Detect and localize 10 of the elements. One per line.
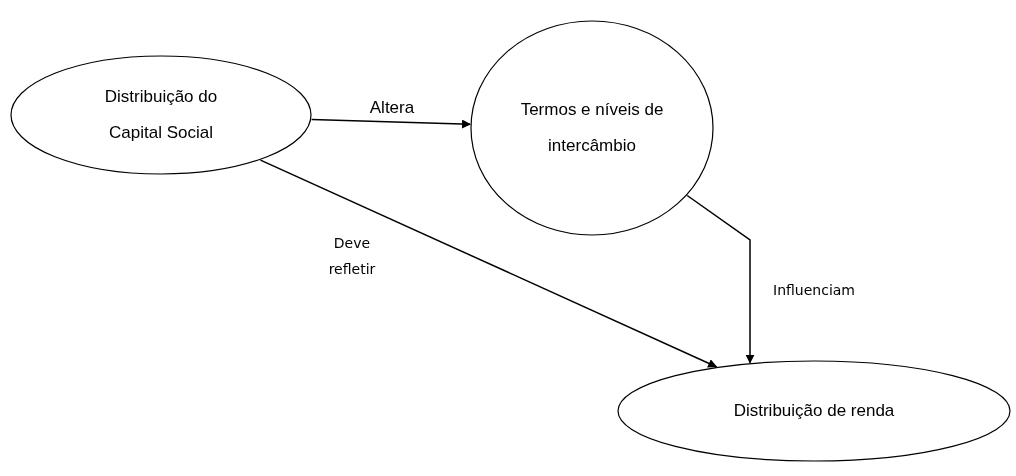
arrow [259, 159, 718, 368]
ellipse-node [470, 20, 714, 236]
arrow [686, 194, 755, 364]
node-label: Distribuição do Capital Social [103, 86, 219, 144]
arrow [310, 118, 471, 129]
edge-label: Altera [368, 98, 416, 118]
ellipse-node [10, 55, 312, 175]
node-label: Termos e níveis de intercâmbio [519, 99, 665, 157]
node-label: Distribuição de renda [733, 400, 895, 422]
ellipse-node [617, 360, 1011, 462]
